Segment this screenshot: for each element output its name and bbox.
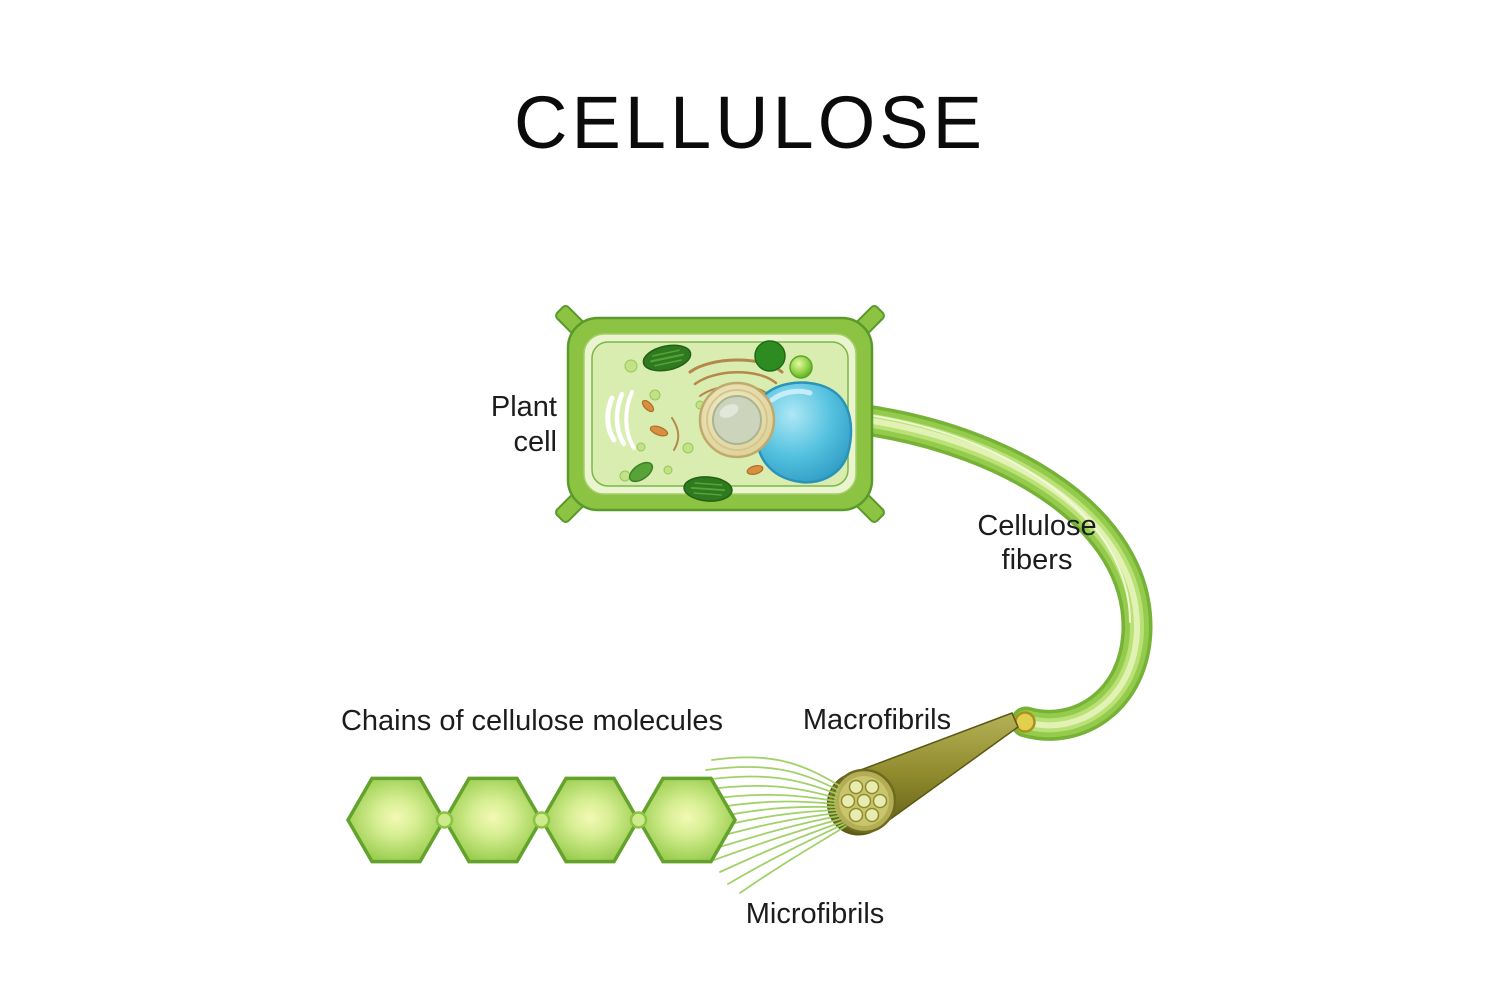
cellulose-chain — [345, 776, 738, 864]
macrofibrils-label: Macrofibrils — [803, 704, 951, 736]
glycosidic-link-1 — [435, 811, 454, 829]
microfibril-lines — [699, 756, 847, 894]
glycosidic-link-3 — [629, 811, 648, 829]
cellulose-fibers-label-line1: Cellulose — [977, 510, 1096, 542]
chloroplast-round — [754, 340, 786, 372]
plant-cell-label-line1: Plant — [491, 391, 557, 423]
fiber-stripe-highlight — [863, 417, 1141, 729]
glucose-hexagon-2 — [442, 776, 544, 864]
diagram-title: CELLULOSE — [514, 81, 986, 164]
cellulose-fibers-label-line2: fibers — [1002, 544, 1073, 576]
chloroplasts — [628, 340, 813, 502]
chains-of-cellulose-molecules-label: Chains of cellulose molecules — [341, 705, 723, 737]
fiber-sheen-line — [867, 414, 1131, 623]
golgi-apparatus — [605, 390, 636, 450]
glossy-vesicle — [789, 355, 813, 379]
nucleus — [698, 381, 776, 459]
glucose-hexagon-4 — [636, 776, 738, 864]
microfibrils-label: Microfibrils — [746, 898, 885, 930]
glycosidic-link-2 — [532, 811, 551, 829]
plant-cell-illustration — [555, 305, 885, 523]
vacuole-highlight — [769, 388, 813, 403]
glucose-hexagon-3 — [539, 776, 641, 864]
nucleolus — [712, 395, 762, 445]
mitochondria — [641, 399, 764, 475]
fiber-end-cross-section — [1014, 711, 1036, 733]
microfibril-cross-sections — [840, 779, 888, 823]
cytoplasm-vesicles — [619, 359, 705, 482]
cellulose-fiber — [850, 404, 1153, 741]
macrofibril-cone — [826, 711, 1036, 836]
diagram-labels: CELLULOSE Plant cell Cellulose fibers Ma… — [341, 81, 1097, 930]
plant-cell-label-line2: cell — [513, 426, 557, 458]
glucose-hexagon-1 — [345, 776, 447, 864]
